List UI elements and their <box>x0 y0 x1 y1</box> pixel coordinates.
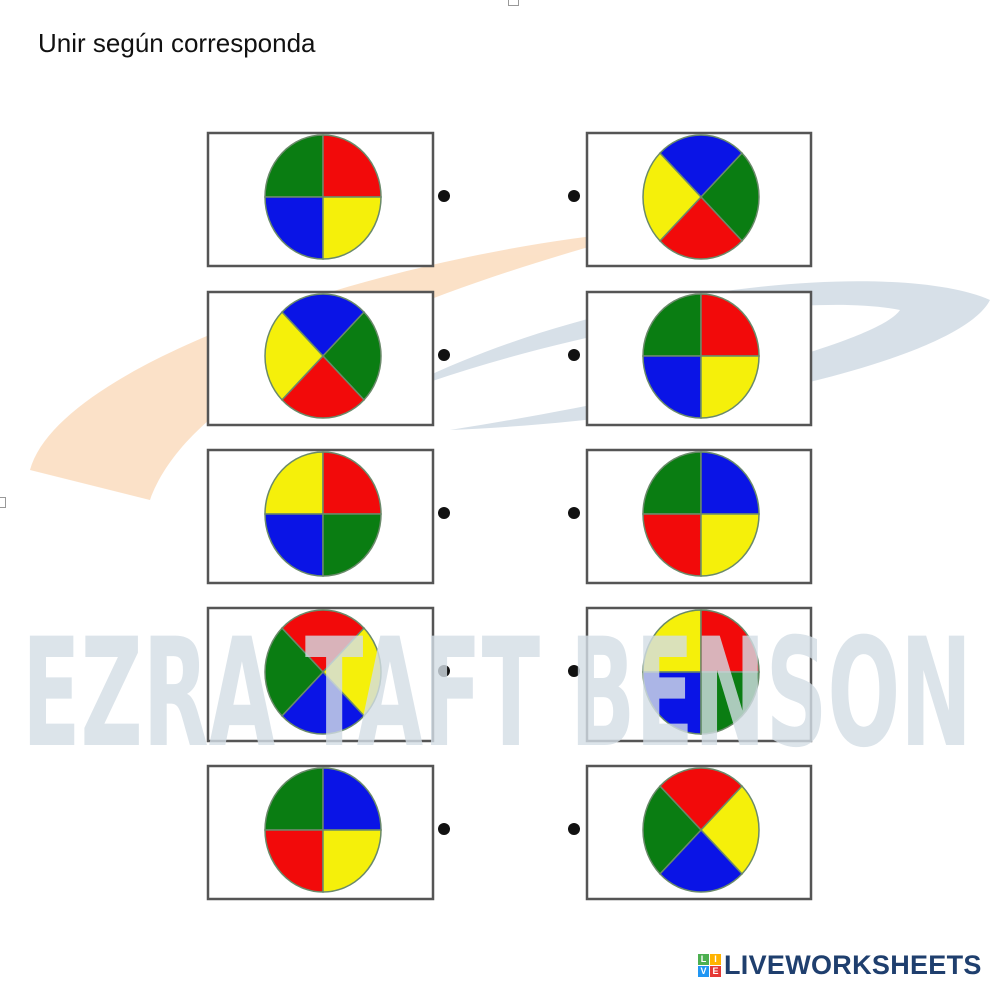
right-connector-dot[interactable] <box>568 190 580 202</box>
page-title: Unir según corresponda <box>38 28 316 58</box>
pie-slice-red <box>322 134 382 198</box>
pie-slice-blue <box>264 513 324 577</box>
match-row <box>206 764 813 901</box>
pie-slice-red <box>264 829 324 893</box>
pie-slice-green <box>700 671 760 735</box>
pie-slice-red <box>700 293 760 357</box>
pie-slice-blue <box>658 828 744 893</box>
match-row <box>206 131 813 268</box>
pie-slice-yellow <box>642 152 703 242</box>
pie-slice-yellow <box>322 196 382 260</box>
watermark-text: EZRA TAFT BENSON <box>22 607 972 781</box>
right-connector-dot[interactable] <box>568 665 580 677</box>
left-connector-dot[interactable] <box>438 190 450 202</box>
right-connector-dot[interactable] <box>568 507 580 519</box>
right-pie <box>642 134 760 260</box>
pie-slice-blue <box>264 196 324 260</box>
pie-slice-yellow <box>700 355 760 419</box>
pie-slice-yellow <box>321 627 382 717</box>
pie-slice-red <box>322 451 382 515</box>
pie-slice-red <box>642 513 702 577</box>
pie-slice-green <box>264 134 324 198</box>
right-pie <box>642 451 760 577</box>
pie-slice-blue <box>280 670 366 735</box>
left-pie <box>264 767 382 893</box>
pie-slice-blue <box>642 671 702 735</box>
left-pie <box>264 609 382 735</box>
pie-slice-blue <box>280 293 366 358</box>
pie-slice-blue <box>700 451 760 515</box>
pie-slice-yellow <box>264 311 325 401</box>
pie-slice-green <box>642 293 702 357</box>
left-pie <box>264 134 382 260</box>
pie-slice-red <box>280 354 366 419</box>
left-pie <box>264 293 382 419</box>
left-connector-dot[interactable] <box>438 665 450 677</box>
match-row <box>206 606 813 743</box>
left-connector-dot[interactable] <box>438 349 450 361</box>
right-pie <box>642 293 760 419</box>
watermark-swoosh <box>30 230 990 500</box>
pie-slice-yellow <box>322 829 382 893</box>
match-row <box>206 448 813 585</box>
pie-slice-red <box>700 609 760 673</box>
left-connector-dot[interactable] <box>438 507 450 519</box>
right-pie <box>642 609 760 735</box>
pie-slice-yellow <box>642 609 702 673</box>
left-pie <box>264 451 382 577</box>
resize-handle-left <box>0 497 6 508</box>
pie-slice-green <box>642 451 702 515</box>
pie-slice-blue <box>658 134 744 199</box>
pie-slice-green <box>264 767 324 831</box>
resize-handle-top <box>508 0 519 6</box>
right-connector-dot[interactable] <box>568 349 580 361</box>
right-pie <box>642 767 760 893</box>
pie-slice-yellow <box>699 785 760 875</box>
pie-slice-red <box>658 767 744 832</box>
pie-slice-green <box>699 152 760 242</box>
pie-slice-blue <box>642 355 702 419</box>
pie-slice-green <box>322 513 382 577</box>
pie-slice-red <box>280 609 366 674</box>
pie-slice-green <box>321 311 382 401</box>
pie-slice-yellow <box>700 513 760 577</box>
match-row <box>206 290 813 427</box>
logo-text: LIVEWORKSHEETS <box>724 950 982 980</box>
pie-slice-green <box>264 627 325 717</box>
pie-slice-red <box>658 195 744 260</box>
left-connector-dot[interactable] <box>438 823 450 835</box>
pie-slice-blue <box>322 767 382 831</box>
pie-slice-green <box>642 785 703 875</box>
pie-slice-yellow <box>264 451 324 515</box>
right-connector-dot[interactable] <box>568 823 580 835</box>
